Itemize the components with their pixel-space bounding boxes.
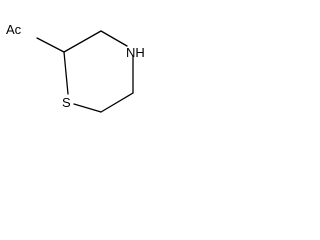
- thiomorpholine-structure: Ac NH S: [6, 22, 145, 113]
- sulfur-label: S: [62, 95, 71, 110]
- chemical-structure-canvas: Ac NH S: [0, 0, 173, 119]
- bond-ac-c2: [36, 37, 65, 53]
- bond-c6-s1: [73, 103, 102, 113]
- acetyl-label: Ac: [6, 22, 22, 37]
- bond-c5-c6: [100, 92, 134, 113]
- bond-s1-c2: [63, 51, 69, 95]
- nitrogen-label: NH: [126, 45, 145, 60]
- bond-c3-n4: [100, 30, 128, 47]
- bond-c2-c3: [63, 30, 102, 53]
